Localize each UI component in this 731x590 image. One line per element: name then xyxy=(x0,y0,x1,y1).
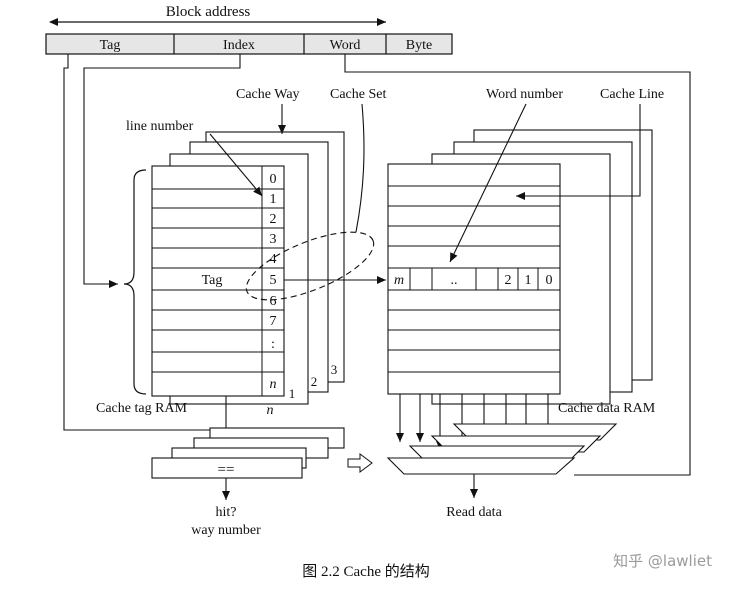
way-number-3: 3 xyxy=(331,362,338,377)
row-number: : xyxy=(271,337,275,352)
cache-way-label: Cache Way xyxy=(236,87,300,102)
word-cell-1: 1 xyxy=(525,273,532,288)
row-number: 5 xyxy=(270,273,277,288)
row-number: 7 xyxy=(270,314,277,329)
block-address-label: Block address xyxy=(166,4,251,20)
row-number: n xyxy=(270,377,277,392)
comparator-box xyxy=(151,457,303,479)
line-number-label: line number xyxy=(126,119,194,134)
read-data-label: Read data xyxy=(446,505,502,520)
data-way-0 xyxy=(387,163,561,395)
comparator-symbol: == xyxy=(218,462,235,478)
word-cell-ellipsis: .. xyxy=(451,273,458,288)
way-number-label: way number xyxy=(191,523,261,538)
byte-field: Byte xyxy=(406,38,432,53)
tag-ram-stack xyxy=(151,131,345,405)
row-number: 3 xyxy=(270,232,277,247)
cache-tag-ram-label: Cache tag RAM xyxy=(96,401,188,416)
address-field-row xyxy=(45,33,453,55)
word-field: Word xyxy=(330,38,361,53)
cache-set-label: Cache Set xyxy=(330,87,386,102)
mux-front xyxy=(386,457,576,475)
cache-line-label: Cache Line xyxy=(600,87,664,102)
row-number: 2 xyxy=(270,212,277,227)
row-number: 1 xyxy=(270,192,277,207)
flow-arrow-icon xyxy=(347,453,373,473)
tag-ram-rows xyxy=(152,166,284,396)
cache-data-ram-label: Cache data RAM xyxy=(558,401,656,416)
row-number: 6 xyxy=(270,294,277,309)
watermark: 知乎 @lawliet xyxy=(613,552,712,570)
tag-ram-row-numbers: 0 1 2 3 4 5 6 7 : n xyxy=(270,172,277,392)
comparator-stack xyxy=(151,427,345,479)
index-field: Index xyxy=(223,38,255,53)
selected-cache-line xyxy=(409,268,539,290)
tag-field: Tag xyxy=(100,38,121,53)
word-cell-0: 0 xyxy=(546,273,553,288)
way-number-1: 1 xyxy=(289,386,296,401)
tag-row-label: Tag xyxy=(202,273,223,288)
m-label: m xyxy=(394,273,404,288)
word-cell-2: 2 xyxy=(505,273,512,288)
figure-caption: 图 2.2 Cache 的结构 xyxy=(302,563,429,580)
row-number: 0 xyxy=(270,172,277,187)
way-number-2: 2 xyxy=(311,374,318,389)
data-ram-rows xyxy=(388,185,560,373)
n-below-label: n xyxy=(267,403,274,418)
row-number: 4 xyxy=(270,252,277,267)
hit-label: hit? xyxy=(216,505,237,520)
index-brace xyxy=(123,169,147,395)
cache-set-ellipse xyxy=(245,231,375,301)
block-address-bar: Block address Tag Index Word Byte xyxy=(45,2,453,55)
data-ram-stack xyxy=(387,129,653,405)
word-number-label: Word number xyxy=(486,87,563,102)
mux-stack xyxy=(386,423,618,475)
